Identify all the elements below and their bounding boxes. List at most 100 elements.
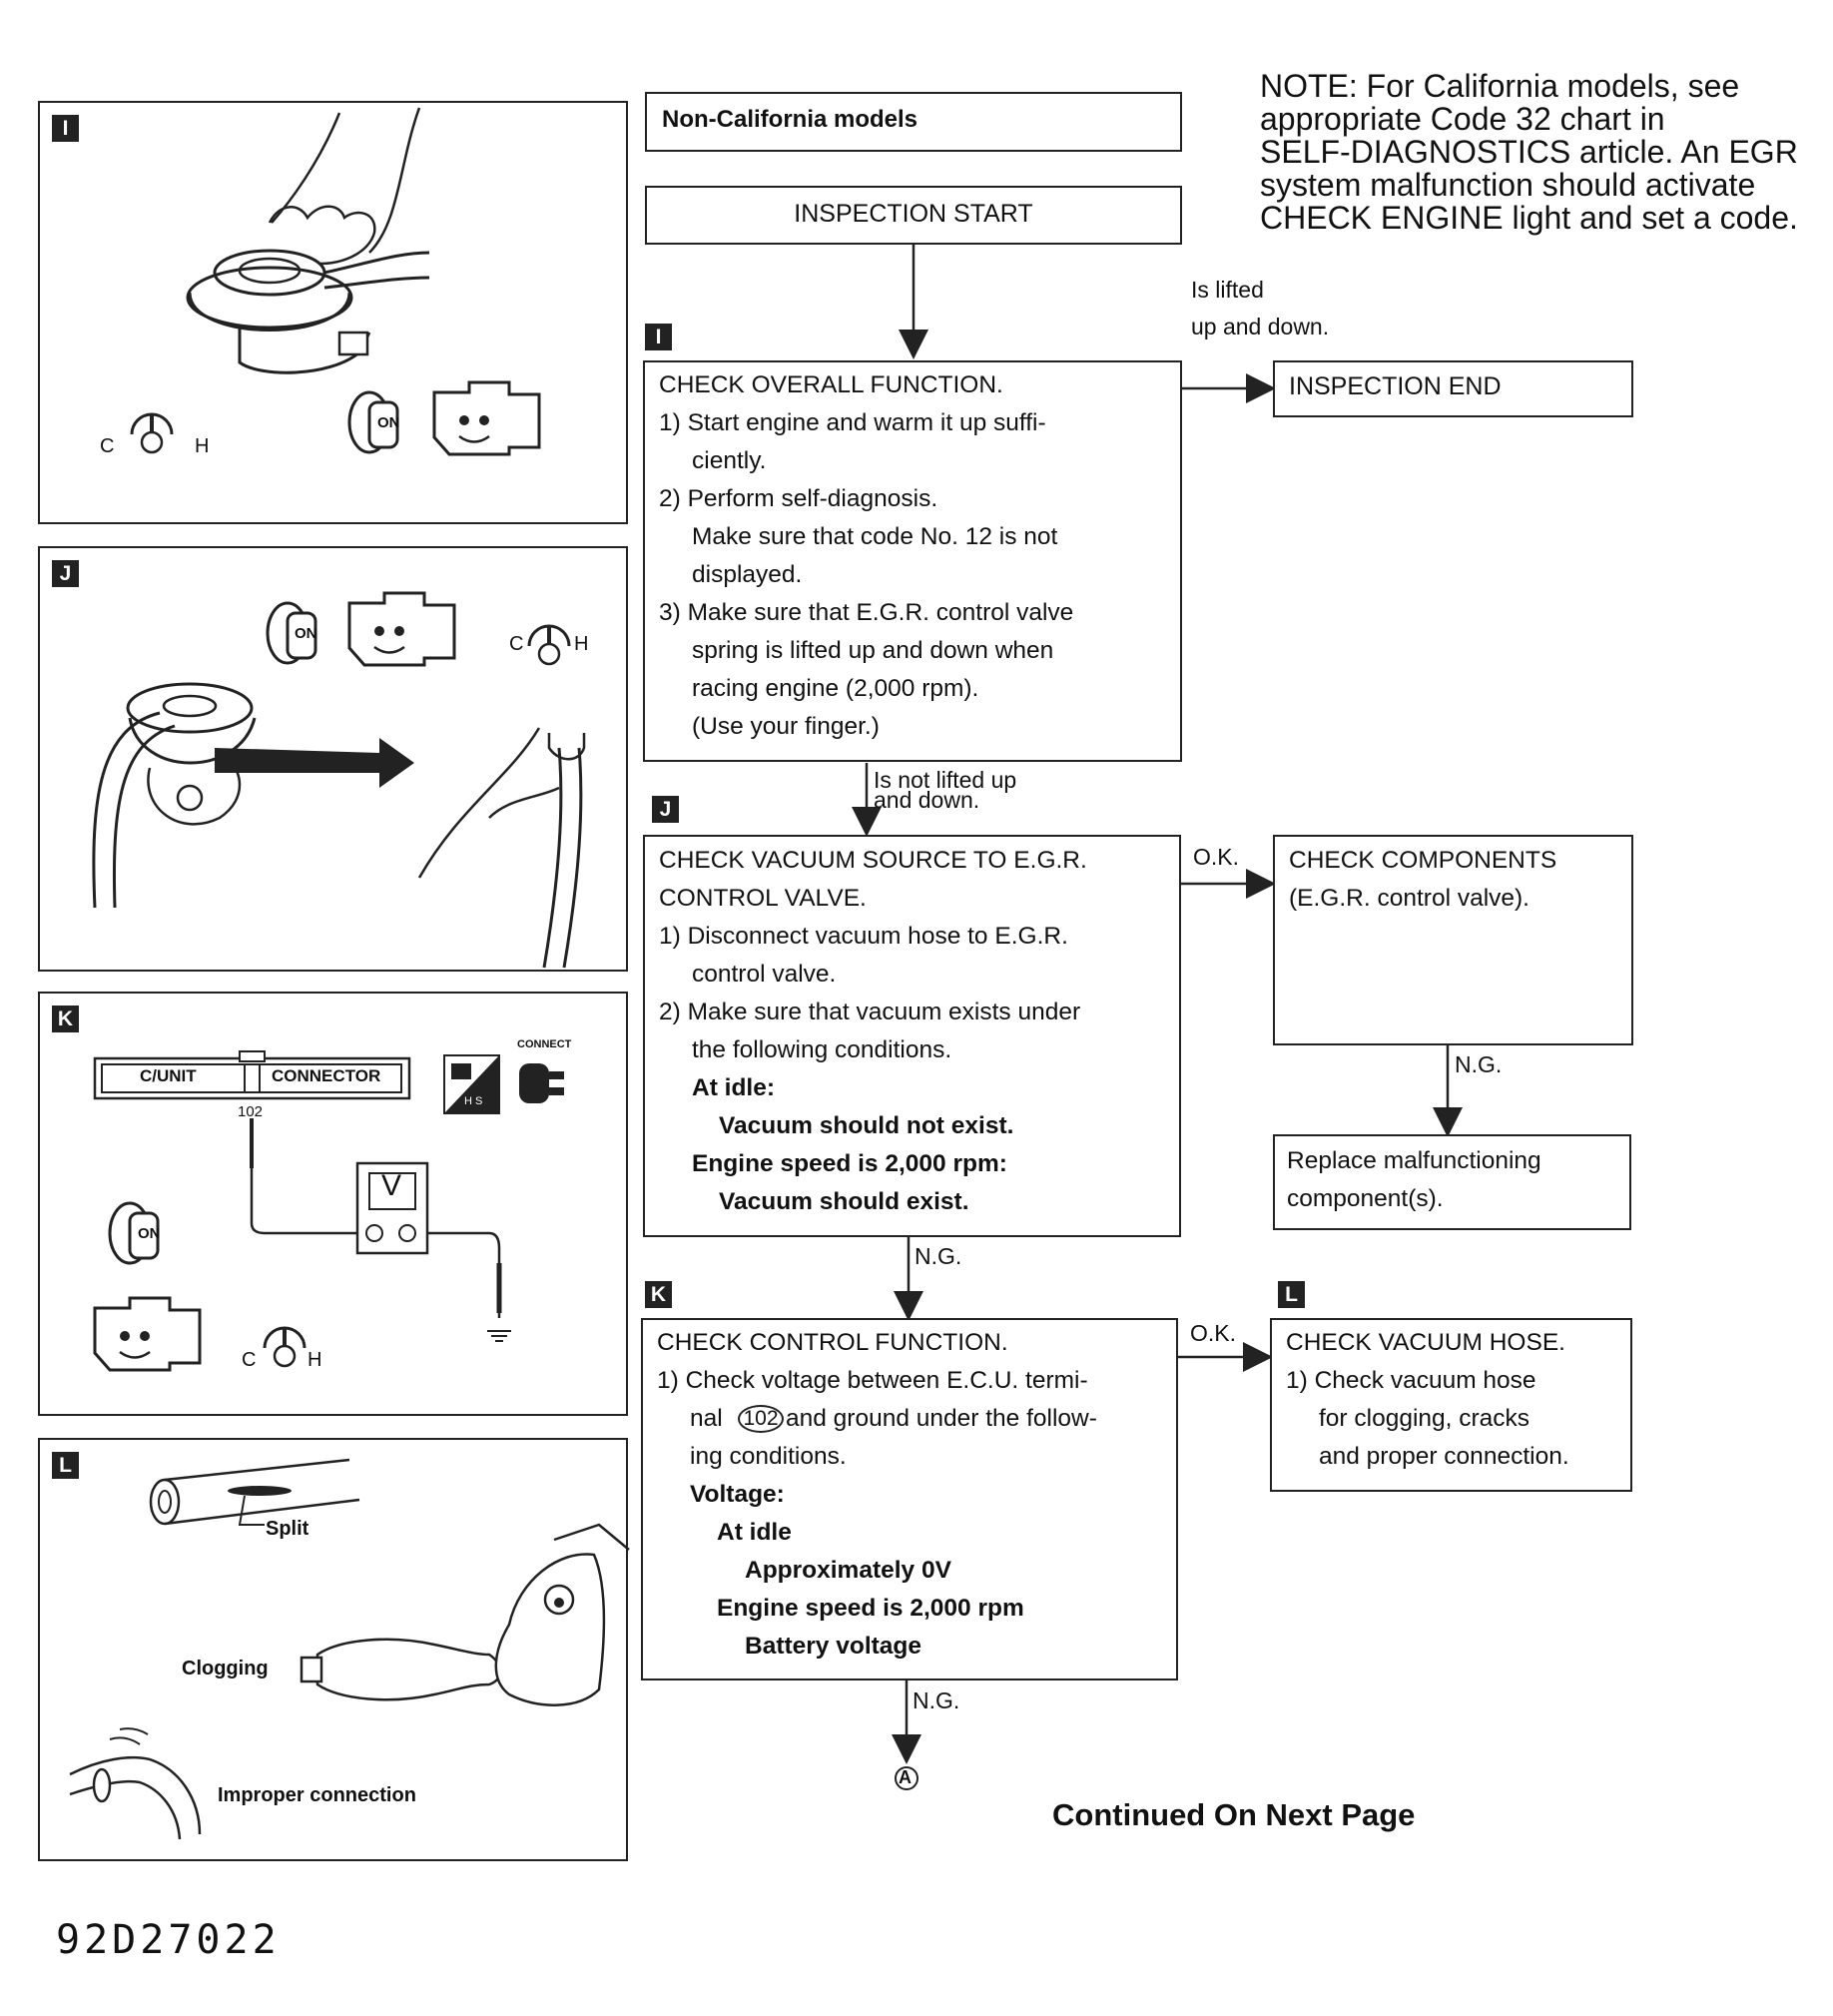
note-line: NOTE: For California models, see xyxy=(1260,68,1740,104)
figure-id: 92D27022 xyxy=(56,1917,281,1963)
step-text: 1) Disconnect vacuum hose to E.G.R. xyxy=(659,923,1068,950)
step-result: Vacuum should exist. xyxy=(719,1188,969,1215)
step-text: ciently. xyxy=(692,447,767,474)
illustration-panel-i: I C H ON xyxy=(38,101,628,524)
ng-label: N.G. xyxy=(915,1243,962,1269)
hs-label: H S xyxy=(464,1095,483,1107)
step-condition: Voltage: xyxy=(690,1481,785,1508)
connect-label: CONNECT xyxy=(517,1038,572,1050)
check-overall-function-box: CHECK OVERALL FUNCTION. 1) Start engine … xyxy=(643,360,1182,762)
check-vacuum-source-box: CHECK VACUUM SOURCE TO E.G.R. CONTROL VA… xyxy=(643,835,1181,1237)
model-label-box: Non-California models xyxy=(645,92,1182,152)
lifted-label: Is lifted xyxy=(1191,277,1264,303)
note-line: CHECK ENGINE light and set a code. xyxy=(1260,200,1798,236)
step-letter-j: J xyxy=(652,796,679,823)
step-text: Replace malfunctioning xyxy=(1287,1147,1541,1174)
step-text: the following conditions. xyxy=(692,1036,952,1063)
step-text: control valve. xyxy=(692,961,837,988)
connector-label: CONNECTOR xyxy=(272,1066,381,1085)
improper-connection-label: Improper connection xyxy=(218,1784,416,1806)
step-text: 2) Make sure that vacuum exists under xyxy=(659,999,1081,1025)
inspection-end-label: INSPECTION END xyxy=(1289,372,1502,400)
voltmeter-icon: V xyxy=(381,1169,402,1202)
vacuum-hose-disconnect-illustration xyxy=(92,591,586,969)
note-line: appropriate Code 32 chart in xyxy=(1260,101,1665,137)
note-line: SELF-DIAGNOSTICS article. An EGR xyxy=(1260,134,1798,170)
step-title: CHECK VACUUM HOSE. xyxy=(1286,1329,1565,1356)
not-lifted-label: Is not lifted up xyxy=(874,767,1017,793)
continued-label: Continued On Next Page xyxy=(1052,1797,1416,1832)
step-title: CHECK COMPONENTS xyxy=(1289,847,1557,874)
ok-label: O.K. xyxy=(1193,844,1240,870)
hose-defects-illustration xyxy=(69,1458,630,1840)
step-text: racing engine (2,000 rpm). xyxy=(692,675,979,702)
gauge-hot-label: H xyxy=(574,633,589,655)
step-text: 1) Start engine and warm it up suffi- xyxy=(659,409,1046,436)
panel-letter-i: I xyxy=(52,115,79,142)
step-text: spring is lifted up and down when xyxy=(692,637,1054,664)
step-condition: Engine speed is 2,000 rpm xyxy=(717,1595,1024,1622)
lifted-label: up and down. xyxy=(1191,314,1330,339)
inspection-start-box: INSPECTION START xyxy=(645,186,1182,245)
step-text: displayed. xyxy=(692,561,803,588)
step-condition: At idle xyxy=(717,1519,792,1546)
step-text: 1) Check vacuum hose xyxy=(1286,1367,1536,1394)
inspection-end-box: INSPECTION END xyxy=(1273,360,1633,417)
off-page-connector-a: A xyxy=(899,1767,912,1787)
split-label: Split xyxy=(266,1518,309,1540)
check-control-function-box: CHECK CONTROL FUNCTION. 1) Check voltage… xyxy=(641,1318,1178,1680)
ignition-key-icon: ON xyxy=(138,1225,161,1242)
control-unit-label: C/UNIT xyxy=(140,1066,197,1085)
step-text: 1) Check voltage between E.C.U. termi- xyxy=(657,1367,1088,1394)
step-title: CHECK VACUUM SOURCE TO E.G.R. xyxy=(659,847,1087,874)
step-text: Make sure that code No. 12 is not xyxy=(692,523,1058,550)
step-title: CHECK CONTROL FUNCTION. xyxy=(657,1329,1008,1356)
illustration-panel-k: K xyxy=(38,992,628,1416)
step-text: ing conditions. xyxy=(690,1443,847,1470)
panel-letter-j: J xyxy=(52,560,79,587)
step-text: nal xyxy=(690,1405,723,1432)
step-text: and ground under the follow- xyxy=(786,1405,1097,1432)
step-result: Approximately 0V xyxy=(745,1557,951,1584)
step-result: Battery voltage xyxy=(745,1633,922,1660)
check-vacuum-hose-box: CHECK VACUUM HOSE. 1) Check vacuum hose … xyxy=(1270,1318,1632,1492)
ignition-key-icon: ON xyxy=(377,414,400,431)
step-text: component(s). xyxy=(1287,1185,1444,1212)
illustration-panel-j: J C H ON xyxy=(38,546,628,972)
panel-letter-l: L xyxy=(52,1452,79,1479)
not-lifted-label: and down. xyxy=(874,787,980,813)
gauge-cold-label: C xyxy=(509,633,524,655)
gauge-cold-label: C xyxy=(242,1349,257,1371)
egr-valve-finger-illustration xyxy=(130,107,541,456)
ignition-key-icon: ON xyxy=(295,625,317,642)
terminal-number-label: 102 xyxy=(238,1103,264,1120)
step-title: CONTROL VALVE. xyxy=(659,885,867,912)
ng-label: N.G. xyxy=(913,1687,960,1713)
gauge-hot-label: H xyxy=(307,1349,322,1371)
inspection-start-label: INSPECTION START xyxy=(794,200,1033,228)
step-letter-i: I xyxy=(645,324,672,350)
california-note: NOTE: For California models, see appropr… xyxy=(1260,70,1798,235)
step-text: and proper connection. xyxy=(1319,1443,1569,1470)
terminal-circle: 102 xyxy=(738,1405,784,1433)
step-text: for clogging, cracks xyxy=(1319,1405,1530,1432)
step-text: 3) Make sure that E.G.R. control valve xyxy=(659,599,1074,626)
gauge-hot-label: H xyxy=(195,435,210,457)
panel-letter-k: K xyxy=(52,1006,79,1032)
model-label: Non-California models xyxy=(662,106,918,133)
voltmeter-connection-illustration xyxy=(93,1050,564,1372)
ng-label: N.G. xyxy=(1455,1051,1503,1077)
replace-component-box: Replace malfunctioning component(s). xyxy=(1273,1134,1631,1230)
illustration-panel-l: L Split Clogging Improper connection xyxy=(38,1438,630,1861)
step-text: (Use your finger.) xyxy=(692,713,880,740)
step-text: 2) Perform self-diagnosis. xyxy=(659,485,938,512)
note-line: system malfunction should activate xyxy=(1260,167,1756,203)
step-title: CHECK OVERALL FUNCTION. xyxy=(659,371,1003,398)
check-components-box: CHECK COMPONENTS (E.G.R. control valve). xyxy=(1273,835,1633,1045)
gauge-cold-label: C xyxy=(100,435,115,457)
step-letter-l: L xyxy=(1278,1281,1305,1308)
clogging-label: Clogging xyxy=(182,1658,269,1680)
step-text: (E.G.R. control valve). xyxy=(1289,885,1529,912)
step-letter-k: K xyxy=(645,1281,672,1308)
